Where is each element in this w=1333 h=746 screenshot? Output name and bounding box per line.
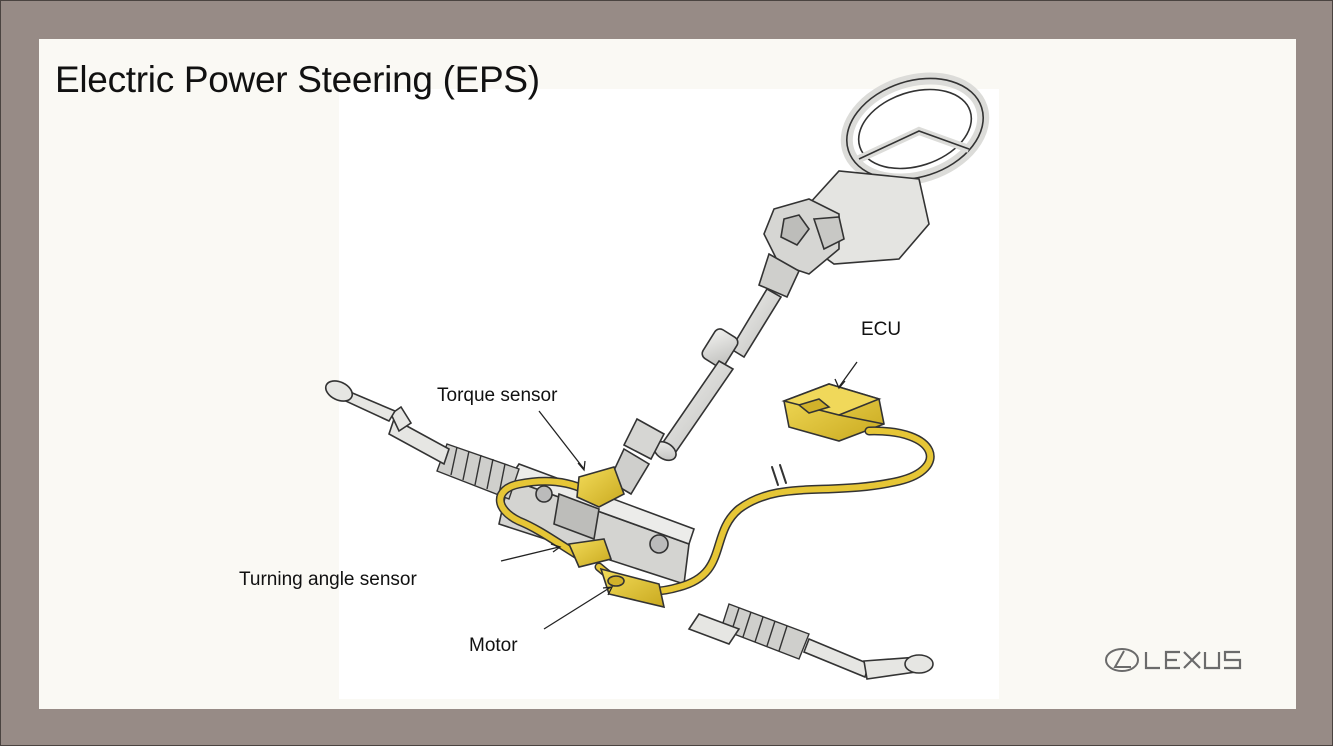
slide-title: Electric Power Steering (EPS) xyxy=(55,59,540,101)
callout-ecu: ECU xyxy=(861,319,901,341)
callout-motor: Motor xyxy=(469,635,518,657)
lexus-logo xyxy=(1104,647,1244,673)
callout-torque-sensor: Torque sensor xyxy=(437,385,557,407)
lexus-logo-mark xyxy=(1104,647,1244,673)
eps-illustration xyxy=(39,39,1296,709)
slide: Electric Power Steering (EPS) ECU Torque… xyxy=(39,39,1296,709)
callout-turning-angle-sensor: Turning angle sensor xyxy=(239,569,417,591)
